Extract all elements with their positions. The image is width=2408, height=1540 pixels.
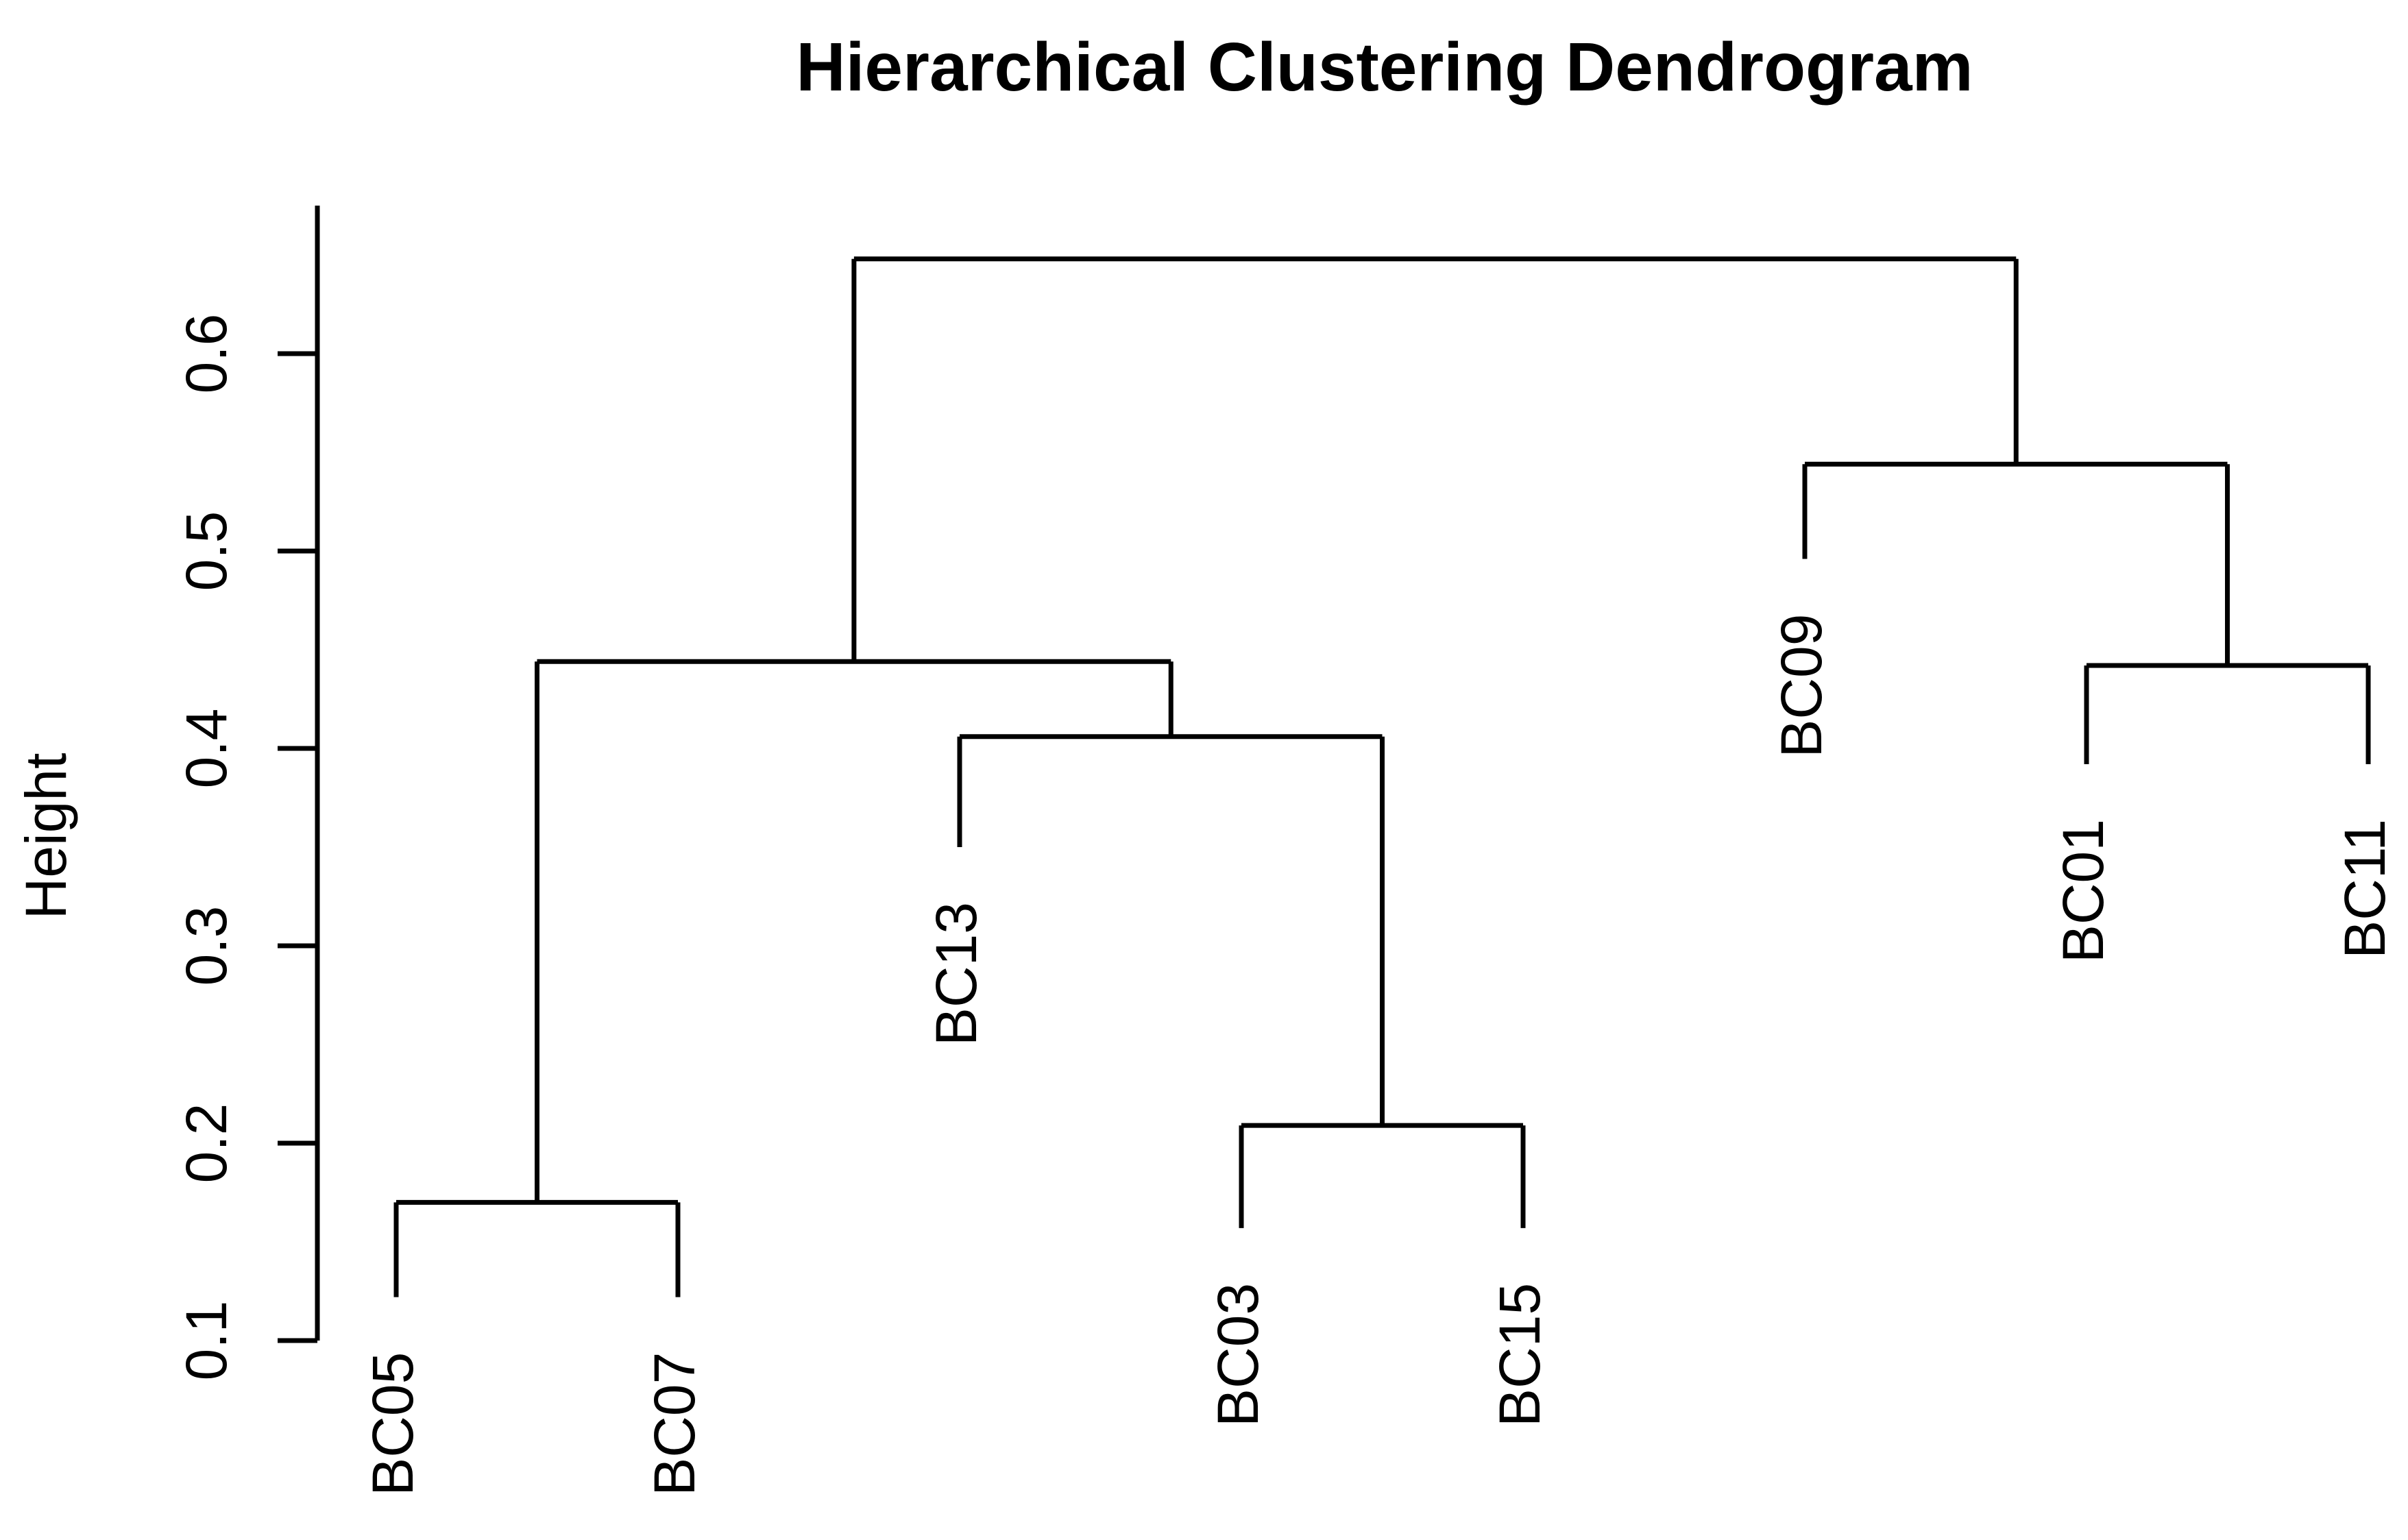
- leaf-label-bc07: BC07: [642, 1352, 707, 1496]
- y-axis-title: Height: [14, 753, 78, 920]
- y-tick-label: 0.4: [174, 709, 239, 789]
- leaf-label-bc03: BC03: [1206, 1283, 1270, 1427]
- y-tick-label: 0.6: [174, 314, 239, 394]
- leaf-label-bc09: BC09: [1769, 614, 1834, 758]
- dendrogram-links: [393, 256, 2371, 1297]
- y-axis-line: [278, 206, 320, 1343]
- y-tick-label: 0.2: [174, 1103, 239, 1184]
- y-axis: 0.1 0.2 0.3 0.4 0.5 0.6: [174, 206, 320, 1381]
- y-tick-label: 0.3: [174, 906, 239, 986]
- leaf-label-bc13: BC13: [924, 902, 988, 1046]
- leaf-label-bc15: BC15: [1487, 1283, 1552, 1427]
- chart-title: Hierarchical Clustering Dendrogram: [796, 29, 1973, 106]
- y-tick-label: 0.1: [174, 1301, 239, 1381]
- leaf-label-bc11: BC11: [2333, 819, 2397, 959]
- cluster-link-lines: [393, 256, 2371, 1297]
- y-tick-label: 0.5: [174, 511, 239, 591]
- leaf-label-bc01: BC01: [2051, 819, 2115, 963]
- leaf-label-bc05: BC05: [361, 1352, 425, 1496]
